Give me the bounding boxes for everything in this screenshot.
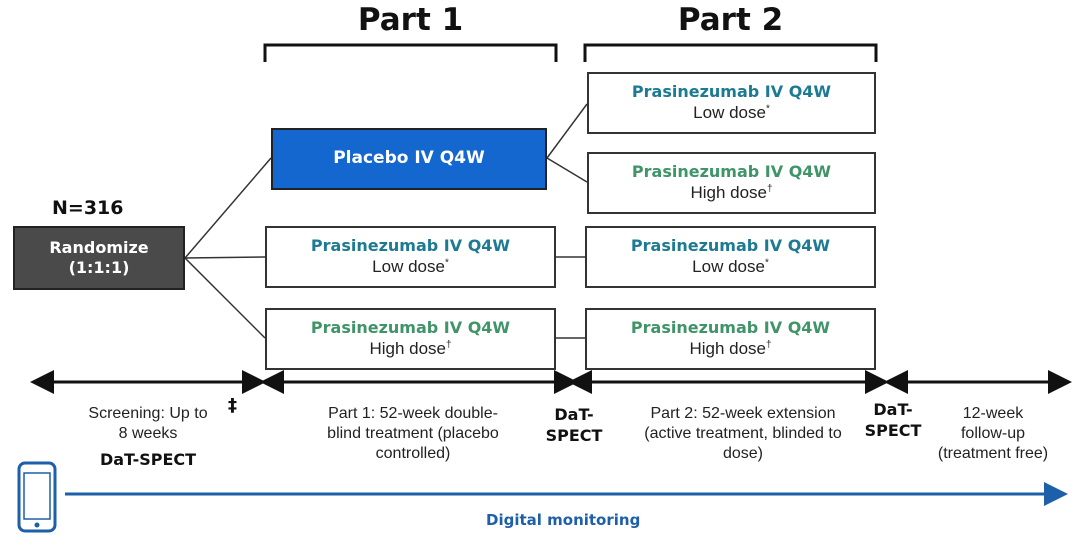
part2-period-label: Part 2: 52-week extension (active treatm…	[644, 405, 842, 462]
part2-arm-high-dose-from-placebo: Prasinezumab IV Q4W High dose†	[587, 152, 876, 214]
followup-label: 12-week follow-up (treatment free)	[937, 405, 1049, 462]
part1-period-label: Part 1: 52-week double- blind treatment …	[327, 405, 499, 462]
digital-monitoring-label: Digital monitoring	[486, 511, 641, 529]
randomize-label: Randomize	[49, 238, 149, 257]
arm-drug-label: Prasinezumab IV Q4W	[630, 236, 831, 256]
arm-dose-label: High dose†	[690, 183, 773, 203]
mid-dat-spect-label: DaT- SPECT	[545, 405, 603, 445]
arm-dose-label: High dose†	[369, 339, 452, 359]
part1-arm-high-dose: Prasinezumab IV Q4W High dose†	[265, 308, 556, 370]
link-placebo-high	[546, 157, 588, 183]
arm-dose-label: Low dose*	[693, 103, 770, 123]
end-dat-spect-label: DaT- SPECT	[864, 400, 922, 440]
arm-drug-label: Prasinezumab IV Q4W	[310, 236, 511, 256]
smartphone-icon	[17, 461, 57, 533]
link-randomize-placebo	[184, 157, 272, 259]
sample-size-label: N=316	[52, 197, 124, 219]
part1-arm-placebo: Placebo IV Q4W	[271, 128, 547, 190]
screening-label: Screening: Up to 8 weeks	[88, 405, 208, 442]
arm-dose-label: Low dose*	[372, 257, 449, 277]
arm-drug-label: Prasinezumab IV Q4W	[310, 318, 511, 338]
part2-bracket	[583, 43, 878, 62]
part1-bracket	[263, 43, 558, 62]
arm-dose-label: Low dose*	[692, 257, 769, 277]
arm-drug-label: Prasinezumab IV Q4W	[631, 82, 832, 102]
part1-arm-low-dose: Prasinezumab IV Q4W Low dose*	[265, 226, 556, 288]
arm-drug-label: Prasinezumab IV Q4W	[631, 162, 832, 182]
link-placebo-low	[546, 103, 588, 159]
arm-dose-label: High dose†	[689, 339, 772, 359]
arm-drug-label: Placebo IV Q4W	[333, 148, 485, 169]
part2-arm-high-dose: Prasinezumab IV Q4W High dose†	[585, 308, 876, 370]
part2-arm-low-dose: Prasinezumab IV Q4W Low dose*	[585, 226, 876, 288]
part2-arm-low-dose-from-placebo: Prasinezumab IV Q4W Low dose*	[587, 72, 876, 134]
part1-title: Part 1	[357, 2, 464, 38]
part2-title: Part 2	[677, 2, 784, 38]
arm-drug-label: Prasinezumab IV Q4W	[630, 318, 831, 338]
screening-dat-spect-label: DaT-SPECT	[99, 450, 197, 469]
randomize-ratio: (1:1:1)	[68, 258, 130, 277]
link-randomize-low	[184, 256, 266, 259]
screening-footnote-mark: ‡	[228, 395, 237, 416]
link-randomize-high	[184, 257, 266, 339]
randomize-box: Randomize (1:1:1)	[13, 226, 185, 290]
